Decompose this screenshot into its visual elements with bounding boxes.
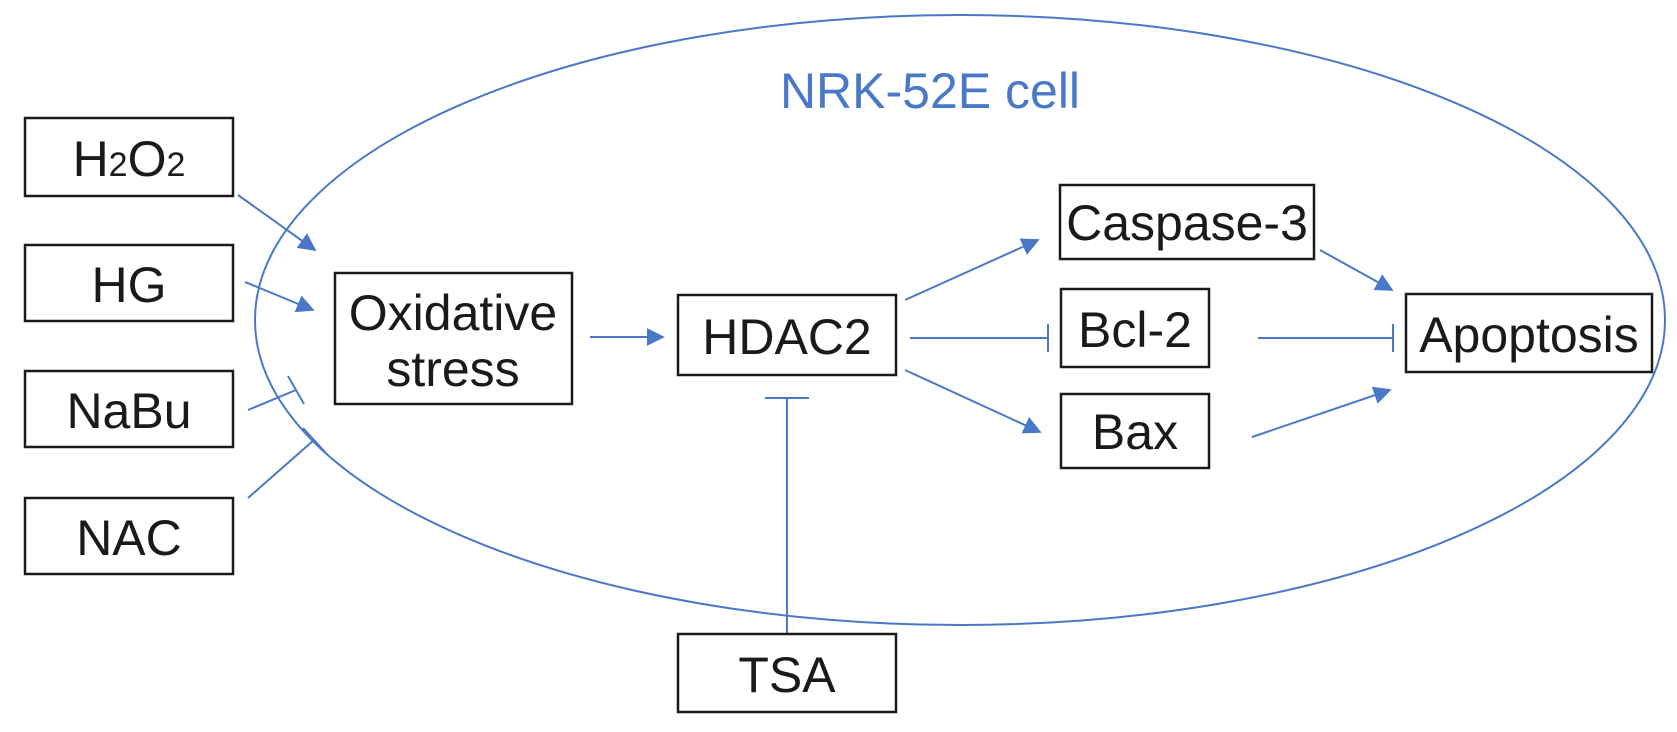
svg-text:Oxidative: Oxidative <box>349 285 557 341</box>
node-h2o2: H2O2 <box>23 116 235 198</box>
node-nac: NAC <box>23 496 235 576</box>
edge-nabu-oxidative-stress <box>247 375 305 411</box>
edge-hdac2-caspase3 <box>904 238 1040 301</box>
cell-membrane <box>254 14 1666 626</box>
edge-h2o2-oxidative-stress <box>237 194 317 252</box>
cell-title: NRK-52E cell <box>780 63 1080 119</box>
edge-caspase3-apoptosis <box>1319 249 1394 291</box>
node-hdac2: HDAC2 <box>676 293 898 377</box>
edge-nac-oxidative-stress <box>247 427 326 499</box>
svg-text:H2O2: H2O2 <box>73 131 186 187</box>
edge-bcl2-apoptosis <box>1258 324 1394 352</box>
svg-text:stress: stress <box>386 341 519 397</box>
node-caspase3: Caspase-3 <box>1058 183 1316 261</box>
svg-text:HG: HG <box>92 257 167 313</box>
svg-text:HDAC2: HDAC2 <box>702 309 871 365</box>
svg-text:NAC: NAC <box>76 510 182 566</box>
node-nabu: NaBu <box>23 369 235 449</box>
node-oxidative-stress: Oxidative stress <box>333 271 574 406</box>
node-bax: Bax <box>1059 392 1211 470</box>
node-bcl2: Bcl-2 <box>1059 287 1211 369</box>
edge-hg-oxidative-stress <box>244 281 315 313</box>
svg-text:Caspase-3: Caspase-3 <box>1066 195 1308 251</box>
edge-bax-apoptosis <box>1251 386 1392 438</box>
node-hg: HG <box>23 243 235 323</box>
svg-text:Bcl-2: Bcl-2 <box>1078 302 1192 358</box>
node-apoptosis: Apoptosis <box>1404 292 1654 374</box>
svg-text:TSA: TSA <box>738 647 836 703</box>
node-tsa: TSA <box>676 632 898 714</box>
svg-text:Apoptosis: Apoptosis <box>1419 307 1639 363</box>
svg-text:Bax: Bax <box>1092 404 1178 460</box>
edge-hdac2-bcl2 <box>910 324 1049 352</box>
svg-text:NaBu: NaBu <box>66 383 191 439</box>
edge-tsa-hdac2 <box>765 397 809 633</box>
edge-hdac2-bax <box>904 369 1042 434</box>
